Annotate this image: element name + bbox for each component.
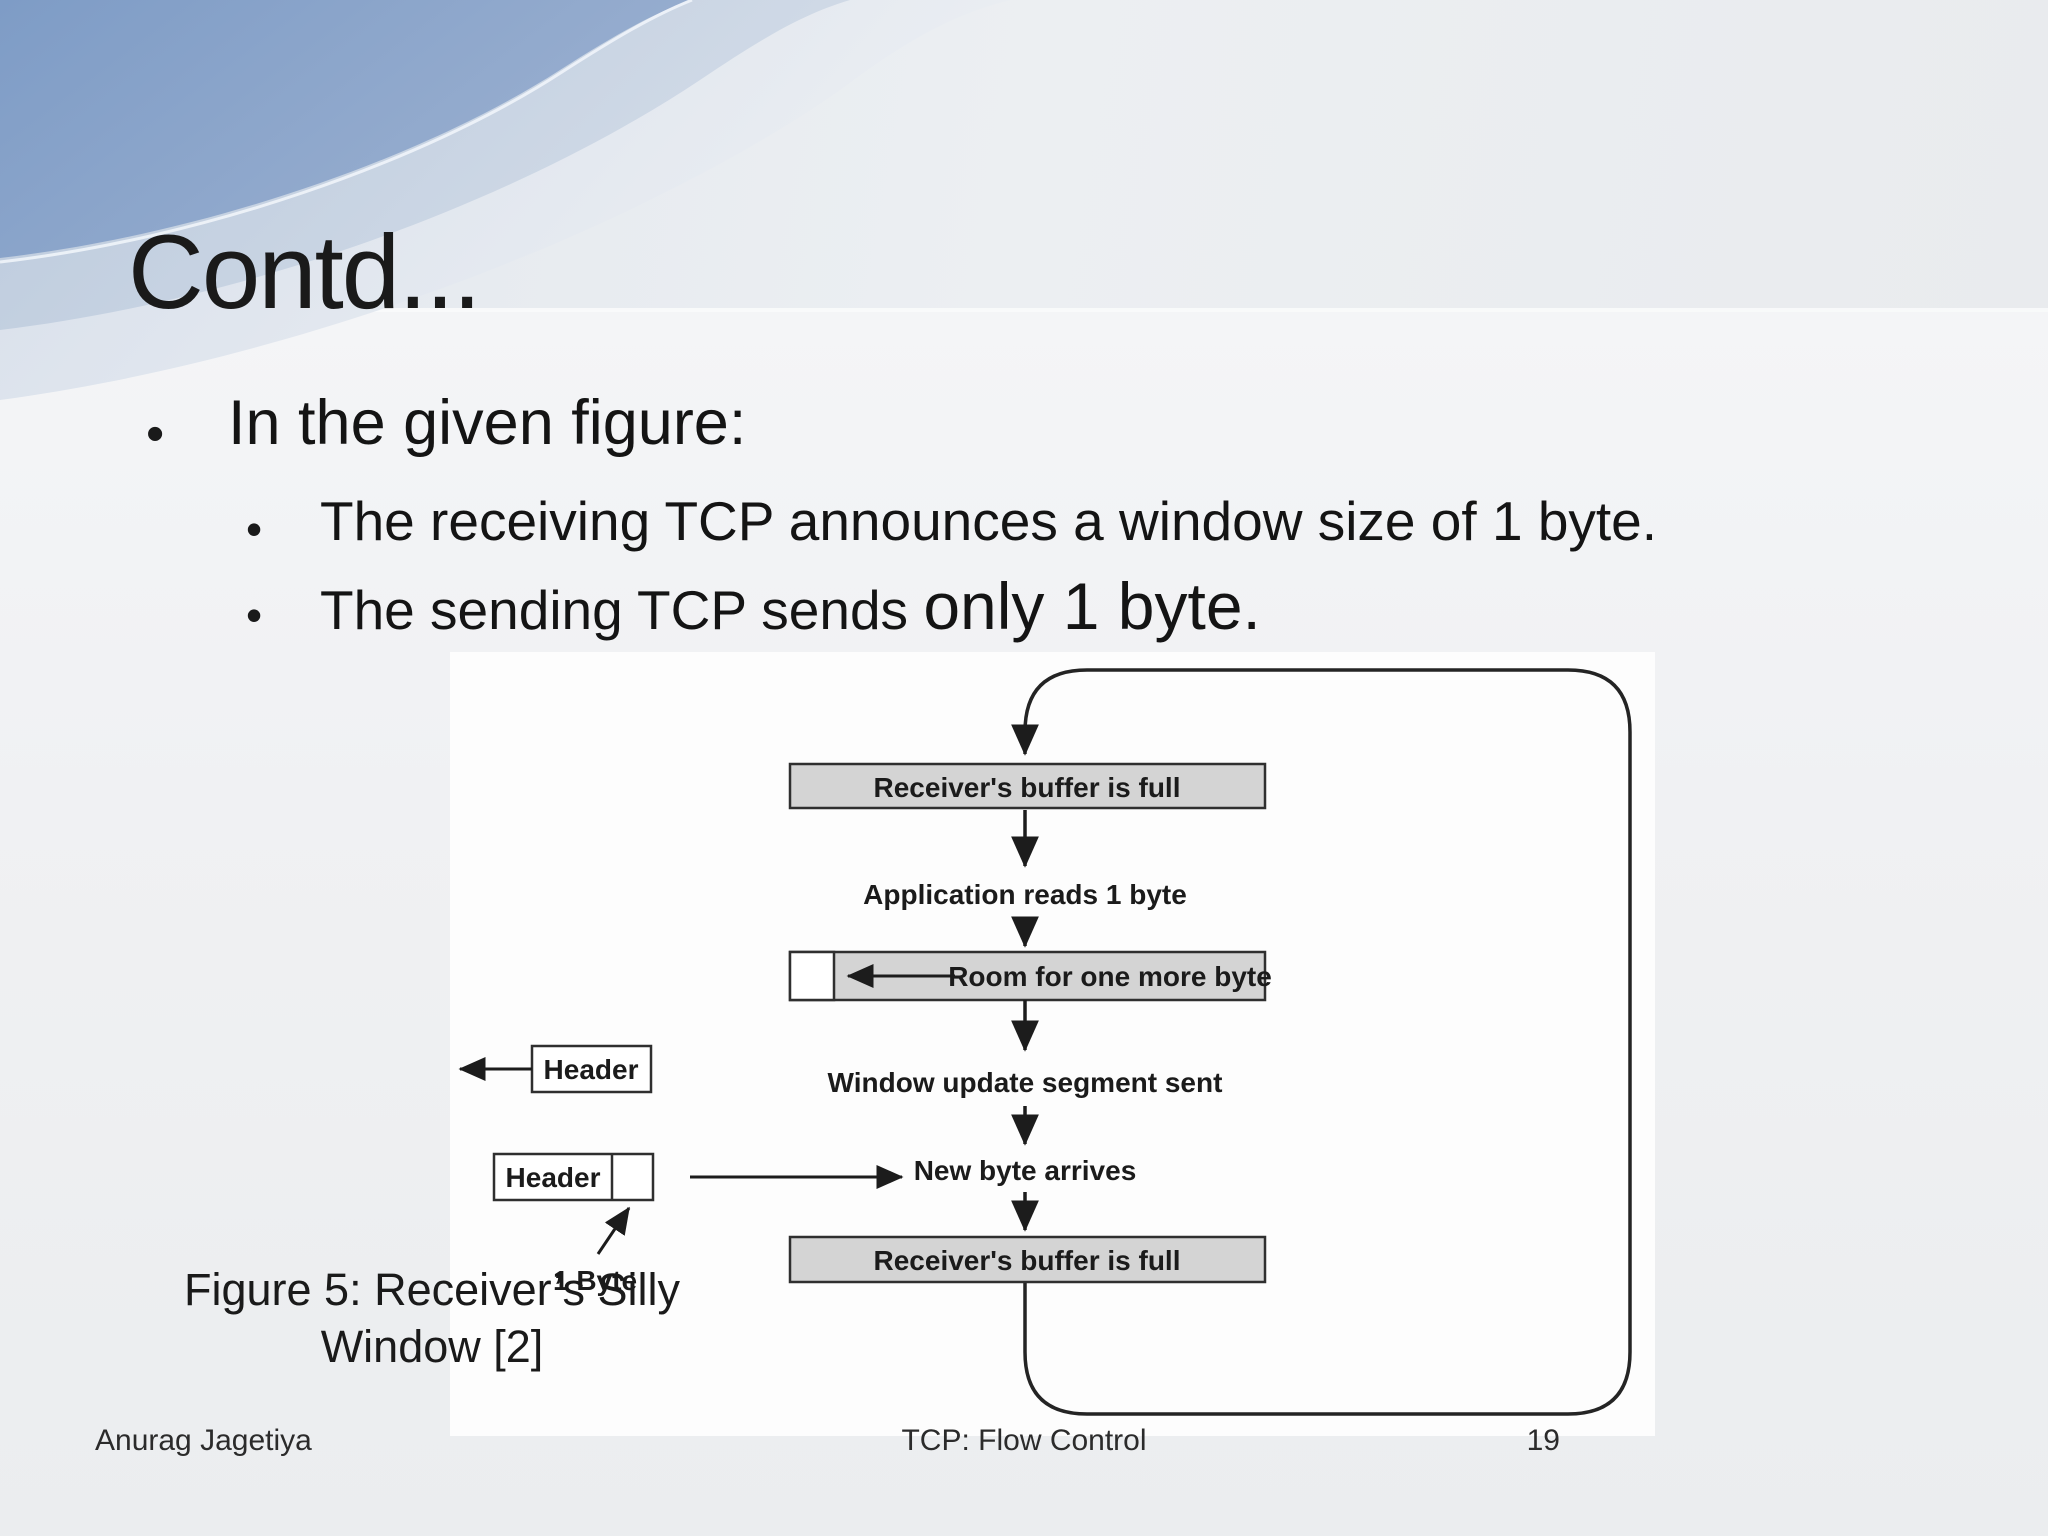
swoosh-band-blue	[0, 0, 690, 258]
bullet-sub-2-emphasis: only 1 byte.	[923, 569, 1261, 643]
header-box-1-label: Header	[544, 1054, 639, 1085]
corner-swoosh-decoration	[0, 0, 1010, 400]
figure-caption-line2: Window [2]	[320, 1320, 544, 1372]
bullet-sub-2-text: The sending TCP sends	[320, 579, 924, 641]
footer-page-number: 19	[1526, 1424, 1560, 1457]
figure-caption: Figure 5: Receiver’s Silly Window [2]	[122, 1262, 742, 1375]
silly-window-diagram: Receiver's buffer is full Application re…	[450, 652, 1655, 1436]
top-buffer-box-label: Receiver's buffer is full	[874, 772, 1181, 803]
header-segment-box-2	[492, 1152, 655, 1202]
diagram-canvas: Receiver's buffer is full Application re…	[458, 668, 1632, 1416]
one-byte-pointer-arrow	[596, 1206, 631, 1255]
free-byte-cell	[788, 950, 836, 1002]
bullet-icon: •	[146, 405, 165, 463]
figure-caption-line1: Figure 5: Receiver’s Silly	[183, 1264, 680, 1315]
loop-arrow	[1011, 668, 1632, 1416]
bottom-buffer-box-label: Receiver's buffer is full	[874, 1245, 1181, 1276]
header-box-2-label: Header	[506, 1162, 601, 1193]
bullet-main: In the given figure:	[228, 388, 747, 458]
bullet-icon: •	[246, 503, 263, 555]
new-byte-label: New byte arrives	[914, 1155, 1137, 1186]
swoosh-highlight-line	[0, 0, 693, 264]
bullet-sub-2: The sending TCP sends only 1 byte.	[320, 566, 1261, 650]
room-box-label: Room for one more byte	[948, 961, 1272, 992]
bullet-sub-1: The receiving TCP announces a window siz…	[320, 490, 1658, 552]
window-update-label: Window update segment sent	[828, 1067, 1223, 1098]
app-reads-label: Application reads 1 byte	[863, 879, 1187, 910]
footer-author: Anurag Jagetiya	[95, 1424, 312, 1457]
band-divider	[0, 308, 2048, 312]
top-buffer-box	[788, 762, 1267, 810]
bottom-buffer-box	[788, 1235, 1267, 1284]
bullet-icon: •	[246, 589, 263, 641]
header-segment-box-1	[530, 1044, 653, 1094]
one-byte-label: 1 Byte	[553, 1265, 637, 1296]
footer-title: TCP: Flow Control	[901, 1424, 1147, 1457]
slide-title: Contd...	[128, 214, 482, 331]
